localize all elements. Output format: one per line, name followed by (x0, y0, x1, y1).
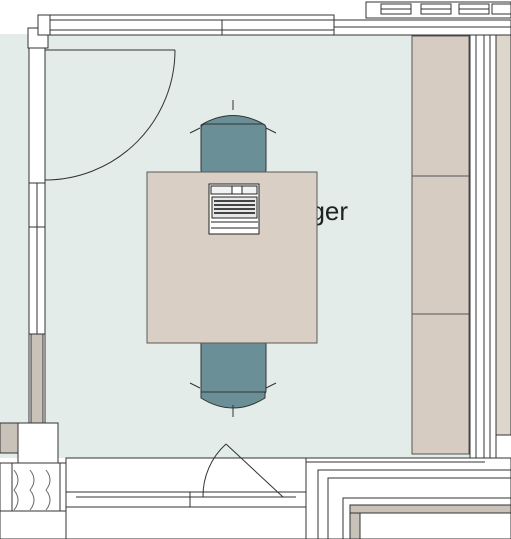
bottom-right-wall (305, 457, 511, 539)
office-chair-icon[interactable] (189, 100, 277, 175)
office-chair-icon[interactable] (189, 339, 277, 417)
door-swing-icon (44, 49, 176, 181)
computer-monitor-icon[interactable] (208, 183, 260, 235)
bottom-left-wall (0, 422, 67, 539)
cabinet-1[interactable] (411, 35, 470, 177)
cabinet-2[interactable] (411, 175, 470, 315)
door-swing-icon (202, 443, 296, 498)
right-wall (469, 34, 511, 466)
left-wall (28, 47, 46, 424)
cabinet-3[interactable] (411, 313, 470, 455)
top-wall (27, 1, 511, 49)
bottom-wall (65, 457, 307, 539)
cabinet-row (411, 35, 470, 455)
